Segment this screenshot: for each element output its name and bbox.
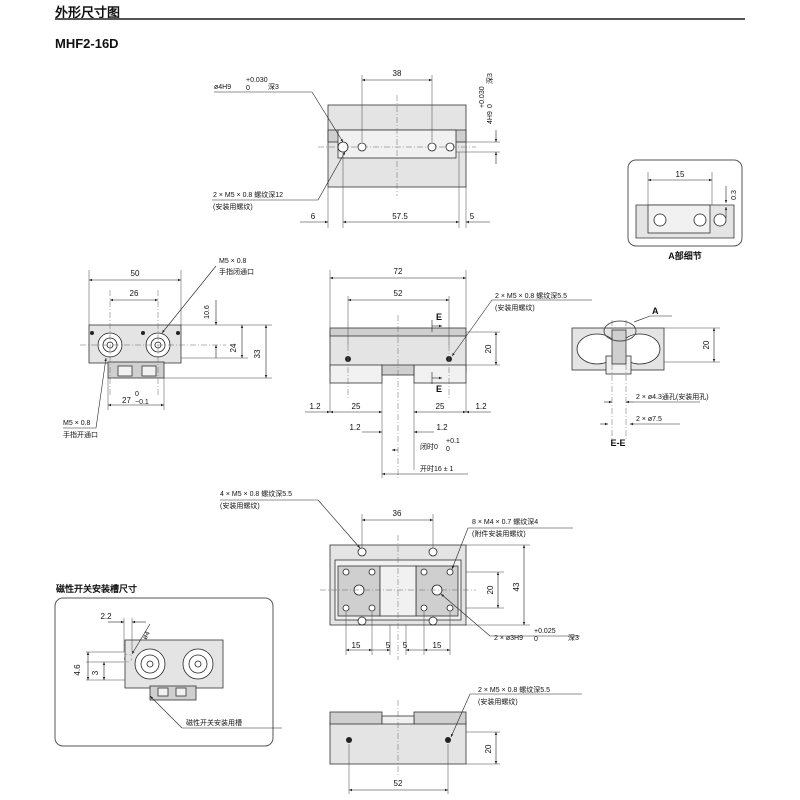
switch-dim-2-2: 2.2	[100, 612, 112, 621]
dim-38: 38	[393, 69, 402, 78]
dim-24: 24	[229, 343, 238, 352]
detail-a-caption: A部细节	[668, 250, 702, 261]
detail-a-marker	[603, 320, 637, 342]
section-a-label: A	[652, 306, 659, 316]
side-slot-label: 4H9	[487, 111, 494, 124]
svg-text:+0.030: +0.030	[479, 86, 486, 108]
dim-26: 26	[130, 289, 139, 298]
bottom-dim-20: 20	[486, 585, 495, 594]
dim-1-2-b: 1.2	[436, 423, 448, 432]
thru-hole-label: 2 × ø4.3通孔(安装用孔)	[636, 392, 709, 401]
svg-text:深3: 深3	[568, 633, 579, 642]
svg-text:手指闭通口: 手指闭通口	[219, 267, 254, 276]
front-finger-left	[329, 364, 383, 384]
svg-text:(附件安装用螺纹): (附件安装用螺纹)	[472, 529, 526, 538]
dim-27: 27	[122, 396, 131, 405]
dim-1-2-right: 1.2	[475, 402, 487, 411]
dim-43: 43	[512, 582, 521, 591]
closed-label: 闭时0	[420, 442, 438, 451]
open-label: 开时16 ± 1	[420, 464, 454, 473]
section-dim-20: 20	[702, 340, 711, 349]
port-bottom-label: M5 × 0.8	[63, 420, 91, 427]
front-screw-label: 2 × M5 × 0.8 螺纹深5.5	[495, 291, 567, 300]
rear-screw-label: 2 × M5 × 0.8 螺纹深5.5	[478, 685, 550, 694]
page-title: 外形尺寸图	[55, 5, 121, 20]
port-top-label: M5 × 0.8	[219, 258, 247, 265]
dim-1-2-left: 1.2	[309, 402, 321, 411]
model-number: MHF2-16D	[55, 36, 119, 51]
svg-text:0: 0	[135, 391, 139, 398]
top-pin-hole	[337, 141, 349, 153]
bottom-dim-5-b: 5	[403, 641, 408, 650]
dim-36: 36	[393, 509, 402, 518]
dim-33: 33	[253, 349, 262, 358]
bottom-dim-15-left: 15	[352, 641, 361, 650]
counterbore-label: 2 × ø7.5	[636, 416, 662, 423]
bottom-dim-15-right: 15	[433, 641, 442, 650]
section-e-bottom: E	[436, 384, 442, 394]
dim-52: 52	[394, 289, 403, 298]
switch-dim-d4: ø4	[142, 630, 152, 641]
switch-box-frame	[54, 597, 274, 747]
dim-10-6: 10.6	[204, 305, 211, 319]
front-dim-20: 20	[484, 344, 493, 353]
rear-dim-20: 20	[484, 744, 493, 753]
top-mount-hole	[357, 142, 367, 152]
bottom-screw-label: 4 × M5 × 0.8 螺纹深5.5	[220, 489, 292, 498]
section-ee: A 20 2 × ø4.3通孔(安装用孔) 2 × ø7.5 E-E	[571, 306, 720, 448]
switch-dim-3: 3	[91, 670, 100, 675]
svg-text:0: 0	[446, 446, 450, 453]
detail-a: 15 0.3 A部细节	[627, 159, 743, 261]
rear-view: 2 × M5 × 0.8 螺纹深5.5 (安装用螺纹) 20 52	[329, 685, 582, 794]
svg-text:+0.025: +0.025	[534, 628, 556, 635]
dim-1-2-a: 1.2	[349, 423, 361, 432]
dim-72: 72	[394, 267, 403, 276]
detail-dim-15: 15	[676, 170, 685, 179]
switch-slot-label: 磁性开关安装用槽	[186, 718, 242, 727]
svg-text:0: 0	[487, 104, 494, 108]
switch-slot	[123, 653, 133, 663]
svg-text:(安装用螺纹): (安装用螺纹)	[478, 697, 518, 706]
dim-25-right: 25	[436, 402, 445, 411]
detail-dim-0-3: 0.3	[731, 190, 738, 200]
svg-text:+0.030: +0.030	[246, 77, 268, 84]
svg-text:+0.1: +0.1	[446, 438, 460, 445]
svg-text:−0.1: −0.1	[135, 399, 149, 406]
bore-label: ø4H9	[214, 84, 231, 91]
front-view: 72 52 2 × M5 × 0.8 螺纹深5.5 (安装用螺纹) E E 20…	[305, 267, 592, 480]
dim-57-5: 57.5	[392, 212, 408, 221]
dim-50: 50	[131, 269, 140, 278]
svg-text:0: 0	[246, 85, 250, 92]
detail-a-frame	[627, 159, 743, 247]
pin-hole-label: 2 × ø3H9	[494, 635, 523, 642]
top-screw-label: 2 × M5 × 0.8 螺纹深12	[213, 190, 283, 199]
title-rule	[55, 18, 745, 20]
switch-dim-4-6: 4.6	[73, 664, 82, 676]
svg-text:(安装用螺纹): (安装用螺纹)	[495, 303, 535, 312]
section-ee-caption: E-E	[610, 438, 625, 448]
top-mount-hole	[427, 142, 437, 152]
bottom-view: 4 × M5 × 0.8 螺纹深5.5 (安装用螺纹) 36 8 × M4 × …	[220, 489, 580, 660]
top-view: 38 ø4H9 +0.030 0 深3 4H9 +0.030 0 深3 2 × …	[212, 69, 500, 228]
dim-25-left: 25	[352, 402, 361, 411]
bottom-dim-5-a: 5	[386, 641, 391, 650]
svg-text:深3: 深3	[485, 73, 494, 84]
svg-text:(安装用螺纹): (安装用螺纹)	[213, 202, 253, 211]
dim-5: 5	[470, 212, 475, 221]
section-e-top: E	[436, 312, 442, 322]
front-finger-right	[413, 364, 467, 384]
rear-dim-52: 52	[394, 779, 403, 788]
switch-slot-box: 磁性开关安装槽尺寸 2.2 ø4 4.6 3 磁性开关安装用槽	[54, 583, 282, 747]
left-view: 50 26 M5 × 0.8 手指闭通口 10.6 24 33 27 0 −0.…	[63, 258, 272, 439]
m4-label: 8 × M4 × 0.7 螺纹深4	[472, 517, 538, 526]
svg-text:深3: 深3	[268, 82, 279, 91]
dim-6: 6	[311, 212, 316, 221]
switch-box-title: 磁性开关安装槽尺寸	[56, 583, 137, 594]
svg-text:手指开通口: 手指开通口	[63, 430, 98, 439]
svg-text:(安装用螺纹): (安装用螺纹)	[220, 501, 260, 510]
top-mount-hole	[445, 142, 455, 152]
svg-text:0: 0	[534, 636, 538, 643]
